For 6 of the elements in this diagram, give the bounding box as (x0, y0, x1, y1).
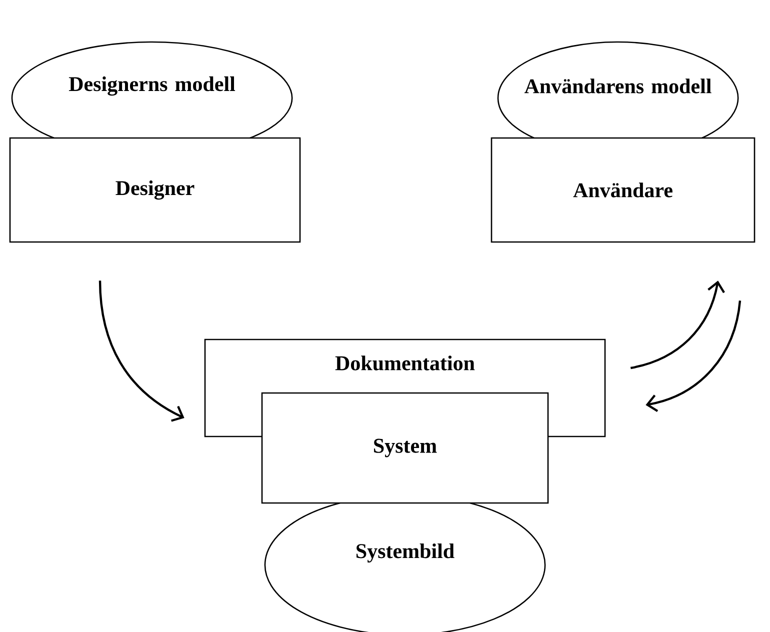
box-node: System (261, 392, 549, 504)
arrow (630, 280, 725, 370)
arrow (646, 300, 742, 412)
box-node: Användare (490, 137, 756, 243)
arrow (98, 280, 184, 422)
box-node: Designer (9, 137, 301, 243)
